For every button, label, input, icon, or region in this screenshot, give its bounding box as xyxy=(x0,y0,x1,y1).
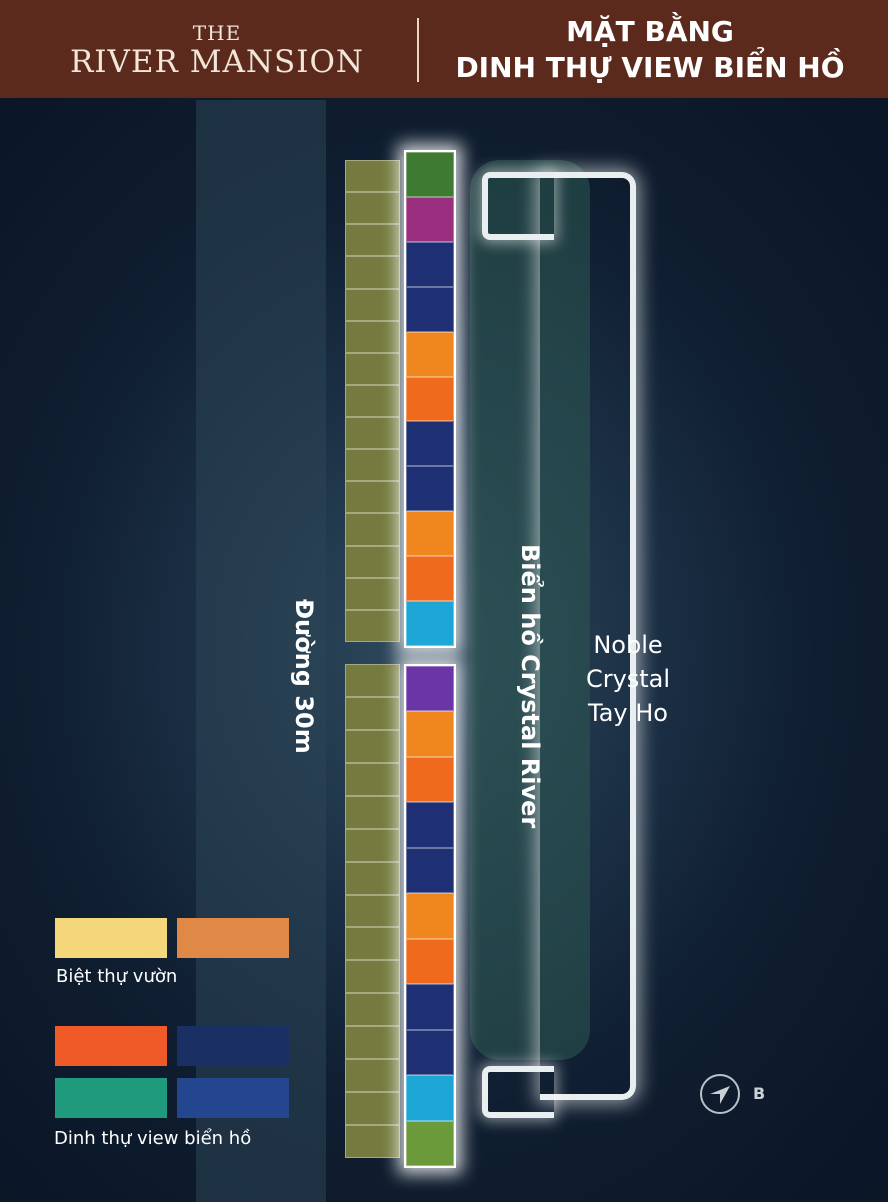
mansion-north-unit[interactable] xyxy=(406,601,454,646)
garden-south-lot[interactable] xyxy=(345,1125,400,1158)
garden-south-lot[interactable] xyxy=(345,861,400,895)
legend-swatch-mansion-blue xyxy=(177,1078,289,1118)
mansion-north-unit[interactable] xyxy=(406,511,454,557)
noble-crystal-outline-bottom xyxy=(482,1066,554,1118)
mansion-south-unit[interactable] xyxy=(406,1029,454,1076)
noble-crystal-outline-top xyxy=(482,172,554,240)
garden-north-lot[interactable] xyxy=(345,320,400,353)
garden-south-lot[interactable] xyxy=(345,729,400,763)
mansion-south-unit[interactable] xyxy=(406,756,454,803)
page-title: MẶT BẰNG DINH THỰ VIEW BIỂN HỒ xyxy=(430,14,870,86)
neighbor-label: Noble Crystal Tay Ho xyxy=(570,628,686,730)
garden-north-lot[interactable] xyxy=(345,609,400,642)
compass-letter: B xyxy=(753,1084,766,1103)
garden-lots-south xyxy=(345,664,400,1158)
mansion-north-unit[interactable] xyxy=(406,152,454,197)
brand-line-2: RIVER MANSION xyxy=(69,44,365,80)
mansion-south-unit[interactable] xyxy=(406,1120,454,1166)
legend-swatch-mansion-teal xyxy=(55,1078,167,1118)
garden-north-lot[interactable] xyxy=(345,224,400,257)
garden-north-lot[interactable] xyxy=(345,545,400,578)
title-line-1: MẶT BẰNG xyxy=(566,15,734,48)
garden-south-lot[interactable] xyxy=(345,795,400,829)
mansion-north-unit[interactable] xyxy=(406,241,454,287)
neighbor-label-line-3: Tay Ho xyxy=(588,699,668,727)
garden-lots-north xyxy=(345,160,400,642)
mansion-north-unit[interactable] xyxy=(406,556,454,602)
mansion-south-unit[interactable] xyxy=(406,1075,454,1121)
mansion-north-unit[interactable] xyxy=(406,421,454,467)
garden-north-lot[interactable] xyxy=(345,481,400,514)
road-strip xyxy=(196,100,326,1202)
mansion-south-unit[interactable] xyxy=(406,893,454,939)
mansion-north-unit[interactable] xyxy=(406,196,454,242)
garden-south-lot[interactable] xyxy=(345,960,400,994)
garden-north-lot[interactable] xyxy=(345,192,400,225)
garden-north-lot[interactable] xyxy=(345,352,400,385)
garden-south-lot[interactable] xyxy=(345,664,400,697)
mansion-south-unit[interactable] xyxy=(406,802,454,848)
noble-crystal-outline xyxy=(540,172,636,1100)
brand-logo: THE RIVER MANSION xyxy=(52,22,382,80)
mansion-block-north xyxy=(404,150,456,648)
compass-arrow-icon xyxy=(710,1086,730,1104)
legend-swatch-garden-yellow xyxy=(55,918,167,958)
mansion-south-unit[interactable] xyxy=(406,847,454,894)
lake-area xyxy=(470,160,590,1060)
mansion-north-unit[interactable] xyxy=(406,286,454,332)
garden-north-lot[interactable] xyxy=(345,513,400,546)
title-line-2: DINH THỰ VIEW BIỂN HỒ xyxy=(455,51,845,84)
legend-label-garden: Biệt thự vườn xyxy=(56,966,178,987)
garden-south-lot[interactable] xyxy=(345,1026,400,1060)
neighbor-label-line-1: Noble xyxy=(593,631,663,659)
garden-north-lot[interactable] xyxy=(345,256,400,289)
mansion-north-unit[interactable] xyxy=(406,376,454,422)
garden-south-lot[interactable] xyxy=(345,894,400,928)
legend-swatch-mansion-navy xyxy=(177,1026,289,1066)
garden-south-lot[interactable] xyxy=(345,762,400,796)
garden-north-lot[interactable] xyxy=(345,449,400,482)
garden-north-lot[interactable] xyxy=(345,384,400,418)
legend-label-mansion: Dinh thự view biển hồ xyxy=(54,1128,252,1149)
legend-swatch-garden-orange xyxy=(177,918,289,958)
garden-north-lot[interactable] xyxy=(345,288,400,321)
garden-south-lot[interactable] xyxy=(345,927,400,961)
garden-south-lot[interactable] xyxy=(345,993,400,1027)
garden-south-lot[interactable] xyxy=(345,828,400,862)
garden-north-lot[interactable] xyxy=(345,417,400,450)
road-label: Đường 30m xyxy=(290,599,318,754)
legend-swatch-mansion-orange xyxy=(55,1026,167,1066)
header-banner: THE RIVER MANSION MẶT BẰNG DINH THỰ VIEW… xyxy=(0,0,888,98)
mansion-south-unit[interactable] xyxy=(406,984,454,1030)
mansion-south-unit[interactable] xyxy=(406,666,454,712)
compass-icon xyxy=(700,1074,740,1114)
garden-north-lot[interactable] xyxy=(345,577,400,610)
garden-north-lot[interactable] xyxy=(345,160,400,193)
brand-line-1: THE xyxy=(192,21,242,45)
garden-south-lot[interactable] xyxy=(345,1059,400,1093)
lake-label: Biển hồ Crystal River xyxy=(516,544,544,829)
mansion-south-unit[interactable] xyxy=(406,938,454,985)
mansion-north-unit[interactable] xyxy=(406,331,454,377)
mansion-north-unit[interactable] xyxy=(406,466,454,512)
garden-south-lot[interactable] xyxy=(345,1092,400,1126)
mansion-block-south xyxy=(404,664,456,1168)
garden-south-lot[interactable] xyxy=(345,696,400,730)
header-divider xyxy=(417,18,419,82)
mansion-south-unit[interactable] xyxy=(406,711,454,757)
neighbor-label-line-2: Crystal xyxy=(585,665,671,693)
